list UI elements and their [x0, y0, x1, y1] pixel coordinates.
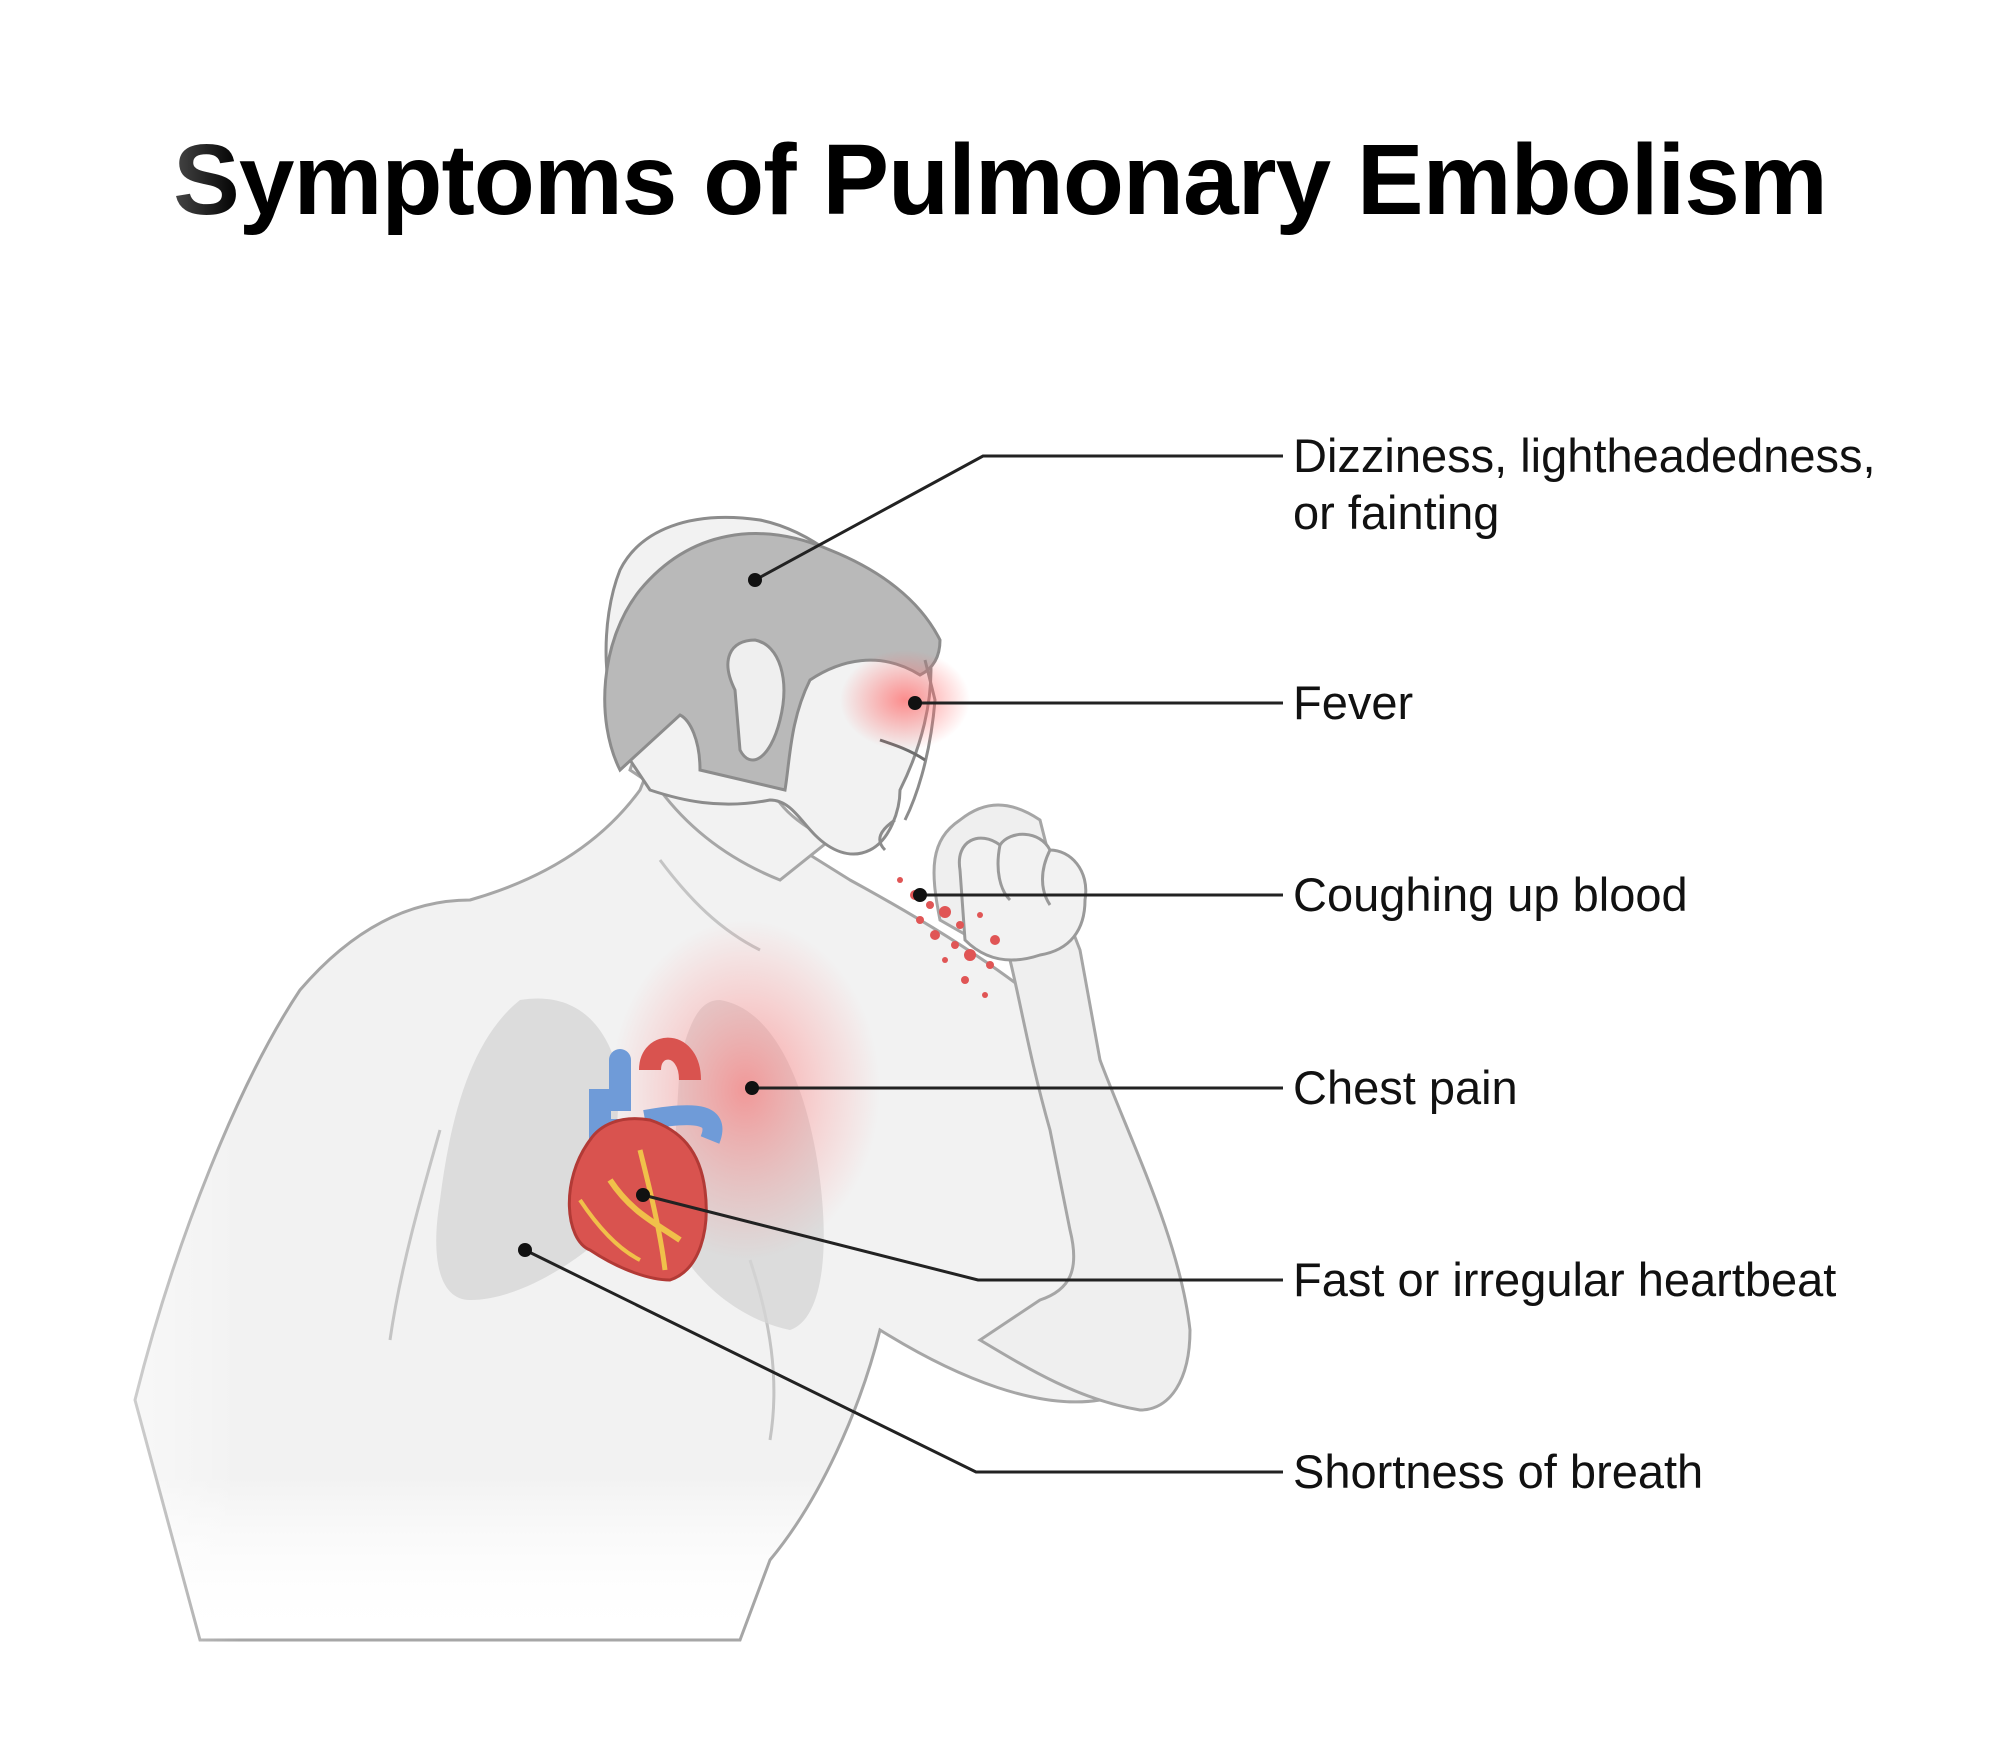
dot-coughing: [913, 888, 927, 902]
label-coughing: Coughing up blood: [1293, 868, 1688, 921]
dot-breath: [518, 1243, 532, 1257]
label-heartbeat: Fast or irregular heartbeat: [1293, 1253, 1837, 1306]
label-breath: Shortness of breath: [1293, 1445, 1704, 1498]
fever-glow: [840, 650, 970, 750]
label-dizziness: Dizziness, lightheadedness, or fainting: [1293, 427, 1876, 541]
dot-dizziness: [748, 573, 762, 587]
label-chest-pain: Chest pain: [1293, 1061, 1518, 1114]
label-fever: Fever: [1293, 676, 1414, 729]
label-dizziness-line2: or fainting: [1293, 486, 1500, 539]
label-dizziness-line1: Dizziness, lightheadedness,: [1293, 429, 1876, 482]
dot-chest-pain: [745, 1081, 759, 1095]
dot-heartbeat: [636, 1188, 650, 1202]
dot-fever: [908, 696, 922, 710]
